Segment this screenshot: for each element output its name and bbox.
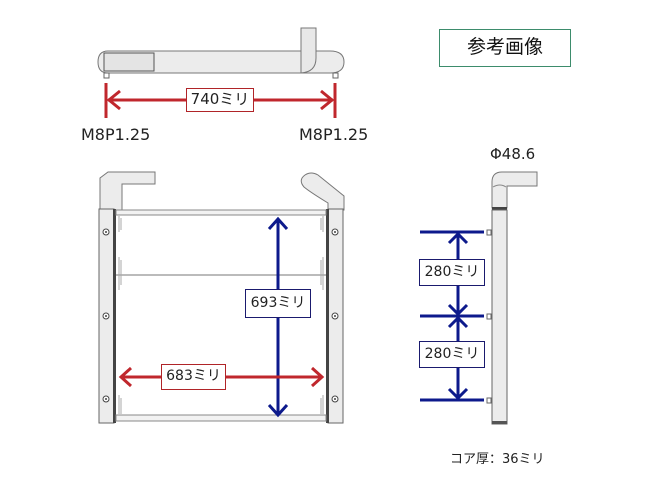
front-width-label: 683ミリ (161, 364, 226, 390)
top-view-radiator (97, 27, 345, 79)
left-thread-label: M8P1.25 (81, 125, 151, 144)
pipe-diameter-label: Φ48.6 (490, 145, 536, 163)
reference-image-label: 参考画像 (439, 29, 571, 67)
right-thread-label: M8P1.25 (299, 125, 369, 144)
side-spacing-dimensions (420, 230, 484, 402)
front-height-label: 693ミリ (245, 289, 311, 318)
upper-spacing-label: 280ミリ (419, 259, 485, 286)
top-width-label: 740ミリ (186, 88, 254, 112)
side-view-radiator (486, 171, 538, 425)
lower-spacing-label: 280ミリ (419, 341, 485, 368)
core-thickness-label: コア厚：36ミリ (450, 452, 545, 467)
front-view-radiator (98, 171, 345, 424)
